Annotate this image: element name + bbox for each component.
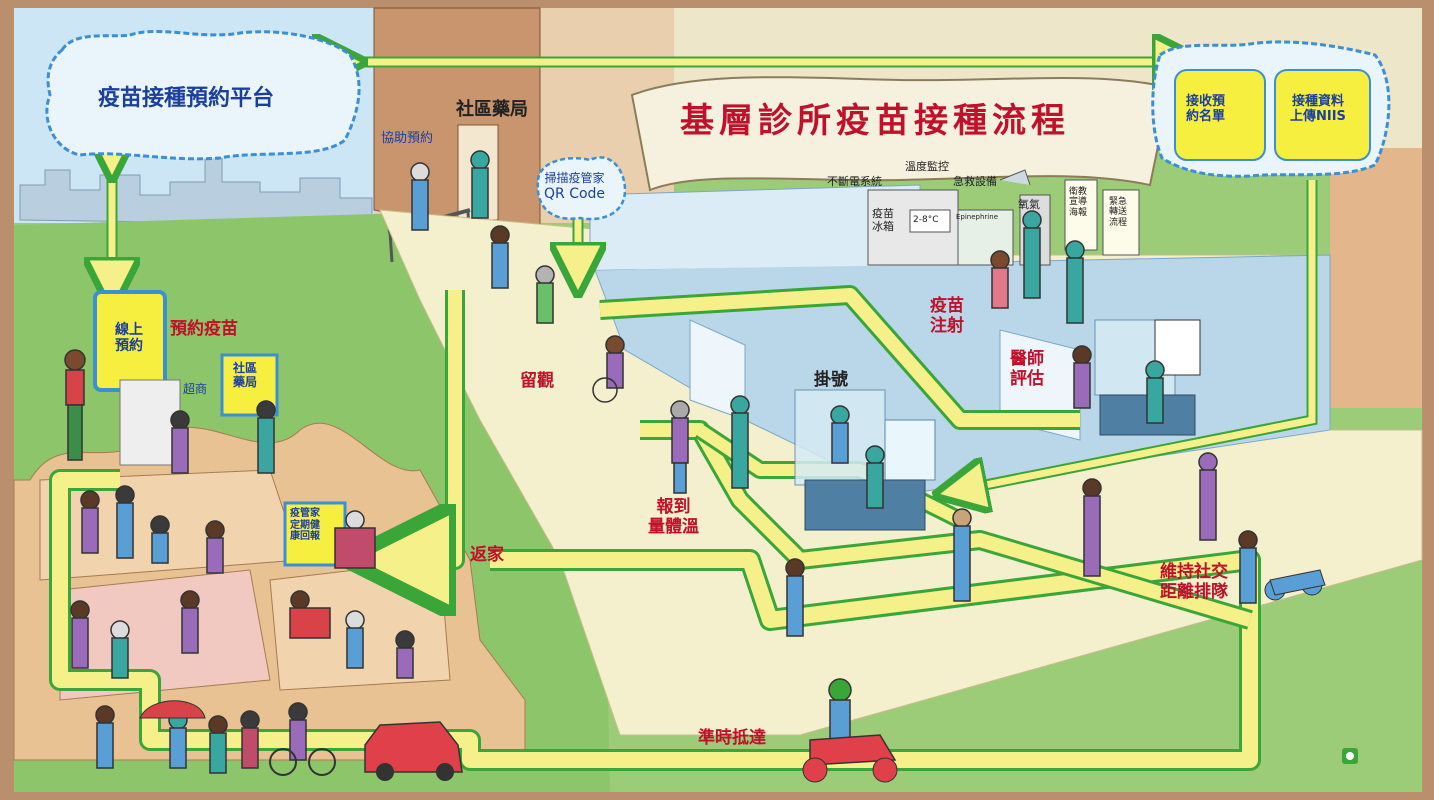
car: [364, 721, 463, 773]
doctor-assessment-label: 醫師評估: [1010, 349, 1044, 389]
people: [64, 150, 1258, 774]
book-vaccine-label: 預約疫苗: [170, 319, 238, 339]
ups-label: 不斷電系統: [827, 175, 882, 188]
education-poster-label: 衛教宣導海報: [1069, 187, 1088, 218]
injection-station-label: 疫苗注射: [930, 296, 964, 336]
vaccine-fridge-label: 疫苗冰箱: [872, 207, 894, 233]
pharmacy-sign: 社區藥局: [456, 99, 528, 120]
education-poster: [1064, 179, 1098, 251]
fridge-temp-display: 2-8°C: [913, 215, 939, 225]
umbrella: [139, 700, 206, 719]
epinephrine-cabinet: [957, 209, 1014, 266]
checkin-temp-label: 報到量體溫: [648, 497, 699, 537]
emergency-equipment-label: 急救設備: [953, 175, 997, 188]
return-home-label: 返家: [470, 545, 504, 565]
arrive-on-time-label: 準時抵達: [698, 728, 766, 748]
emergency-transfer-label: 緊急轉送流程: [1109, 197, 1128, 228]
emergency-poster: [1102, 189, 1140, 256]
convenience-store-label: 超商: [183, 382, 208, 396]
epinephrine-label: Epinephrine: [956, 213, 998, 221]
convenience-store: [119, 379, 181, 466]
pharmacy-building: [373, 7, 541, 241]
temp-monitor-label: 溫度監控: [905, 160, 949, 173]
registration-label: 掛號: [814, 370, 848, 390]
right-wall: [1330, 148, 1422, 408]
oxygen-label: 氧氣: [1018, 198, 1040, 211]
assist-booking-label: 協助預約: [381, 131, 434, 146]
online-booking-label: 線上預約: [115, 322, 143, 355]
qr-cloud: [536, 156, 627, 221]
observation-label: 留觀: [520, 371, 554, 391]
receive-list-label: 接收預約名單: [1186, 94, 1226, 124]
community-pharmacy-label: 社區藥局: [233, 361, 258, 389]
registration-desk: [804, 479, 926, 531]
upload-niis-box: [1274, 69, 1371, 161]
queue-distance-label: 維持社交距離排隊: [1160, 562, 1228, 602]
scooter: [809, 734, 897, 766]
health-report-label: 疫管家定期健康回報: [290, 508, 320, 542]
platform-cloud: [45, 29, 361, 161]
bicycle: [269, 748, 297, 776]
platform-title: 疫苗接種預約平台: [98, 86, 275, 111]
receive-list-box: [1174, 69, 1266, 161]
niis-return-arrow: [960, 180, 1316, 490]
upload-niis-label: 接種資料上傳NIIS: [1290, 94, 1346, 124]
diagram-title: 基層診所疫苗接種流程: [680, 101, 1070, 141]
